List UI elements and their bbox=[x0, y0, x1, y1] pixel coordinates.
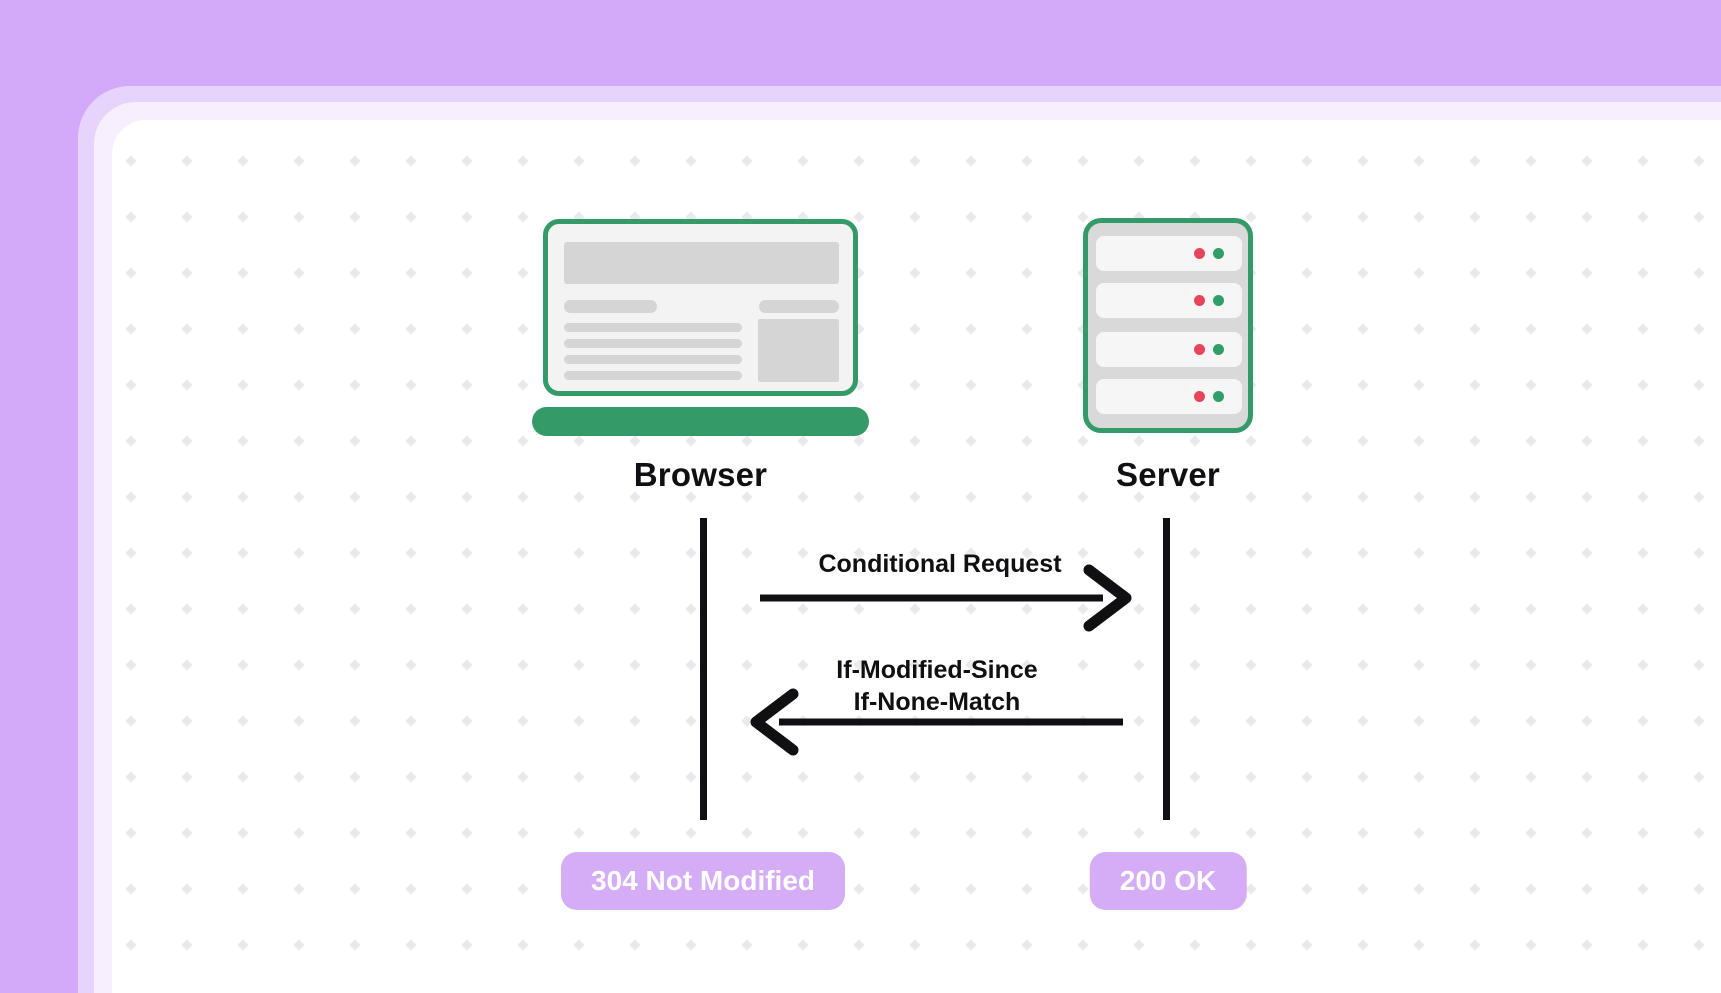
frame-inner-ring bbox=[94, 102, 1721, 993]
text-line-placeholder bbox=[564, 371, 742, 380]
server-slat bbox=[1096, 332, 1242, 367]
led-red-icon bbox=[1194, 295, 1205, 306]
laptop-browser-icon bbox=[543, 219, 858, 396]
response-header-line: If-Modified-Since bbox=[836, 656, 1038, 684]
content-pill-placeholder bbox=[564, 300, 657, 313]
led-green-icon bbox=[1213, 295, 1224, 306]
server-slat bbox=[1096, 379, 1242, 414]
server-slat bbox=[1096, 236, 1242, 271]
server-rack-icon bbox=[1083, 218, 1253, 433]
laptop-base bbox=[532, 407, 869, 436]
led-red-icon bbox=[1194, 248, 1205, 259]
text-line-placeholder bbox=[564, 339, 742, 348]
status-badge-200: 200 OK bbox=[1089, 852, 1247, 910]
browser-actor-label: Browser bbox=[633, 456, 768, 493]
request-message-label: Conditional Request bbox=[818, 550, 1062, 578]
response-header-line: If-None-Match bbox=[853, 688, 1021, 716]
content-pill-placeholder bbox=[759, 300, 839, 313]
image-block-placeholder bbox=[758, 319, 839, 382]
led-red-icon bbox=[1194, 344, 1205, 355]
status-badge-304: 304 Not Modified bbox=[560, 852, 846, 910]
led-green-icon bbox=[1213, 248, 1224, 259]
led-red-icon bbox=[1194, 391, 1205, 402]
dotted-canvas-card bbox=[112, 120, 1721, 993]
response-message-label: If-Modified-Since If-None-Match bbox=[757, 654, 1117, 718]
text-line-placeholder bbox=[564, 355, 742, 364]
led-green-icon bbox=[1213, 391, 1224, 402]
request-arrowhead-icon bbox=[1083, 564, 1132, 632]
text-line-placeholder bbox=[564, 323, 742, 332]
frame-outer-ring bbox=[78, 86, 1721, 993]
response-arrowhead-icon bbox=[750, 688, 799, 756]
led-green-icon bbox=[1213, 344, 1224, 355]
server-slat bbox=[1096, 283, 1242, 318]
server-actor-label: Server bbox=[1116, 456, 1220, 493]
browser-window-header-placeholder bbox=[564, 242, 839, 284]
